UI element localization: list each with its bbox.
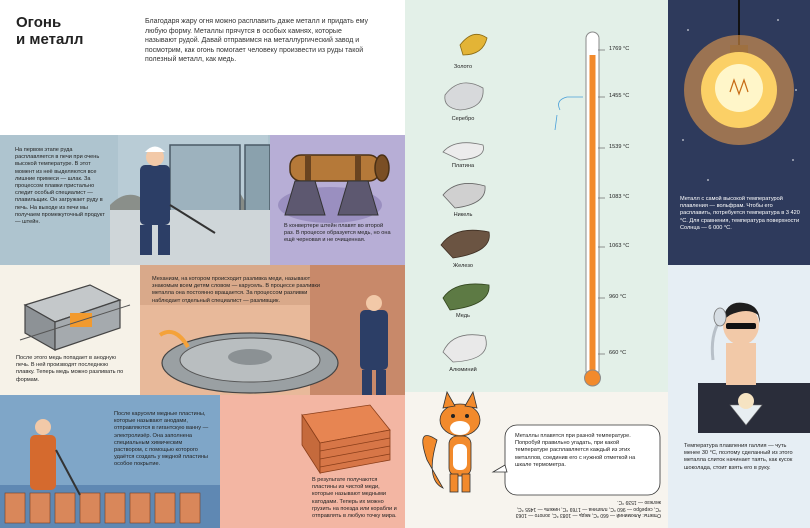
title-line-2: и металл bbox=[16, 31, 84, 48]
temp-mark-4: 1083 °С bbox=[609, 194, 630, 200]
intro-text: Благодаря жару огня можно расплавить даж… bbox=[145, 18, 368, 64]
light-bulb-illustration bbox=[682, 0, 797, 181]
temp-mark-7: 660 °С bbox=[609, 350, 627, 356]
converter-caption: В конвертере штейн плавят во второй раз.… bbox=[284, 223, 391, 244]
temp-mark-5: 1063 °С bbox=[609, 243, 630, 249]
gallium-caption: Температура плавления галлия — чуть мене… bbox=[684, 443, 793, 471]
cathode-caption: В результате получаются пластины из чист… bbox=[312, 477, 397, 520]
title-line-1: Огонь bbox=[16, 14, 62, 31]
metal-label-copper: Медь bbox=[456, 313, 470, 319]
electrolysis-illustration bbox=[0, 419, 220, 528]
anode-furnace-illustration bbox=[19, 284, 131, 352]
cathode-illustration bbox=[301, 404, 391, 475]
electrolysis-caption: После карусели медные пластины, которые … bbox=[114, 411, 209, 468]
metal-label-nickel: Никель bbox=[453, 212, 473, 218]
converter-panel: В конвертере штейн плавят во второй раз.… bbox=[270, 135, 405, 265]
tungsten-panel: Металл с самой высокой температурой плав… bbox=[668, 0, 810, 265]
metal-label-platinum: Платина bbox=[451, 163, 475, 169]
electrolysis-panel: После карусели медные пластины, которые … bbox=[0, 395, 220, 528]
gallium-illustration bbox=[698, 302, 810, 433]
converter-illustration bbox=[278, 154, 390, 223]
anode-caption: После этого медь попадает в анодную печь… bbox=[16, 355, 124, 383]
furnace-caption: На первом этапе руда расплавляется в печ… bbox=[15, 147, 105, 226]
thermometer-illustration bbox=[405, 31, 668, 528]
metal-label-aluminium: Алюминий bbox=[449, 367, 477, 373]
temp-mark-2: 1455 °С bbox=[609, 93, 630, 99]
carousel-illustration bbox=[140, 265, 405, 395]
fox-speech: Металлы плавятся при разной температуре.… bbox=[515, 433, 636, 468]
carousel-panel: Механизм, на котором происходит разливка… bbox=[140, 265, 405, 395]
gallium-panel: Температура плавления галлия — чуть мене… bbox=[668, 265, 810, 528]
cathode-panel: В результате получаются пластины из чист… bbox=[220, 395, 405, 528]
tungsten-caption: Металл с самой высокой температурой плав… bbox=[680, 196, 800, 231]
answer-text: Ответы: Алюминий — 660 °С, медь — 1083 °… bbox=[515, 499, 661, 519]
temp-mark-3: 1539 °С bbox=[609, 144, 630, 150]
furnace-panel: На первом этапе руда расплавляется в печ… bbox=[0, 135, 270, 265]
anode-furnace-panel: После этого медь попадает в анодную печь… bbox=[0, 265, 140, 395]
metal-label-silver: Серебро bbox=[451, 116, 475, 122]
melting-quiz-panel: Золото Серебро Платина Никель Железо Мед… bbox=[405, 0, 668, 528]
temp-mark-6: 960 °С bbox=[609, 294, 627, 300]
metal-label-gold: Золото bbox=[453, 64, 473, 70]
carousel-caption: Механизм, на котором происходит разливка… bbox=[152, 276, 320, 304]
furnace-illustration bbox=[110, 135, 270, 265]
page-title: Огонь и металл bbox=[16, 14, 126, 48]
temp-mark-1: 1769 °С bbox=[609, 46, 630, 52]
metal-label-iron: Железо bbox=[453, 263, 473, 269]
